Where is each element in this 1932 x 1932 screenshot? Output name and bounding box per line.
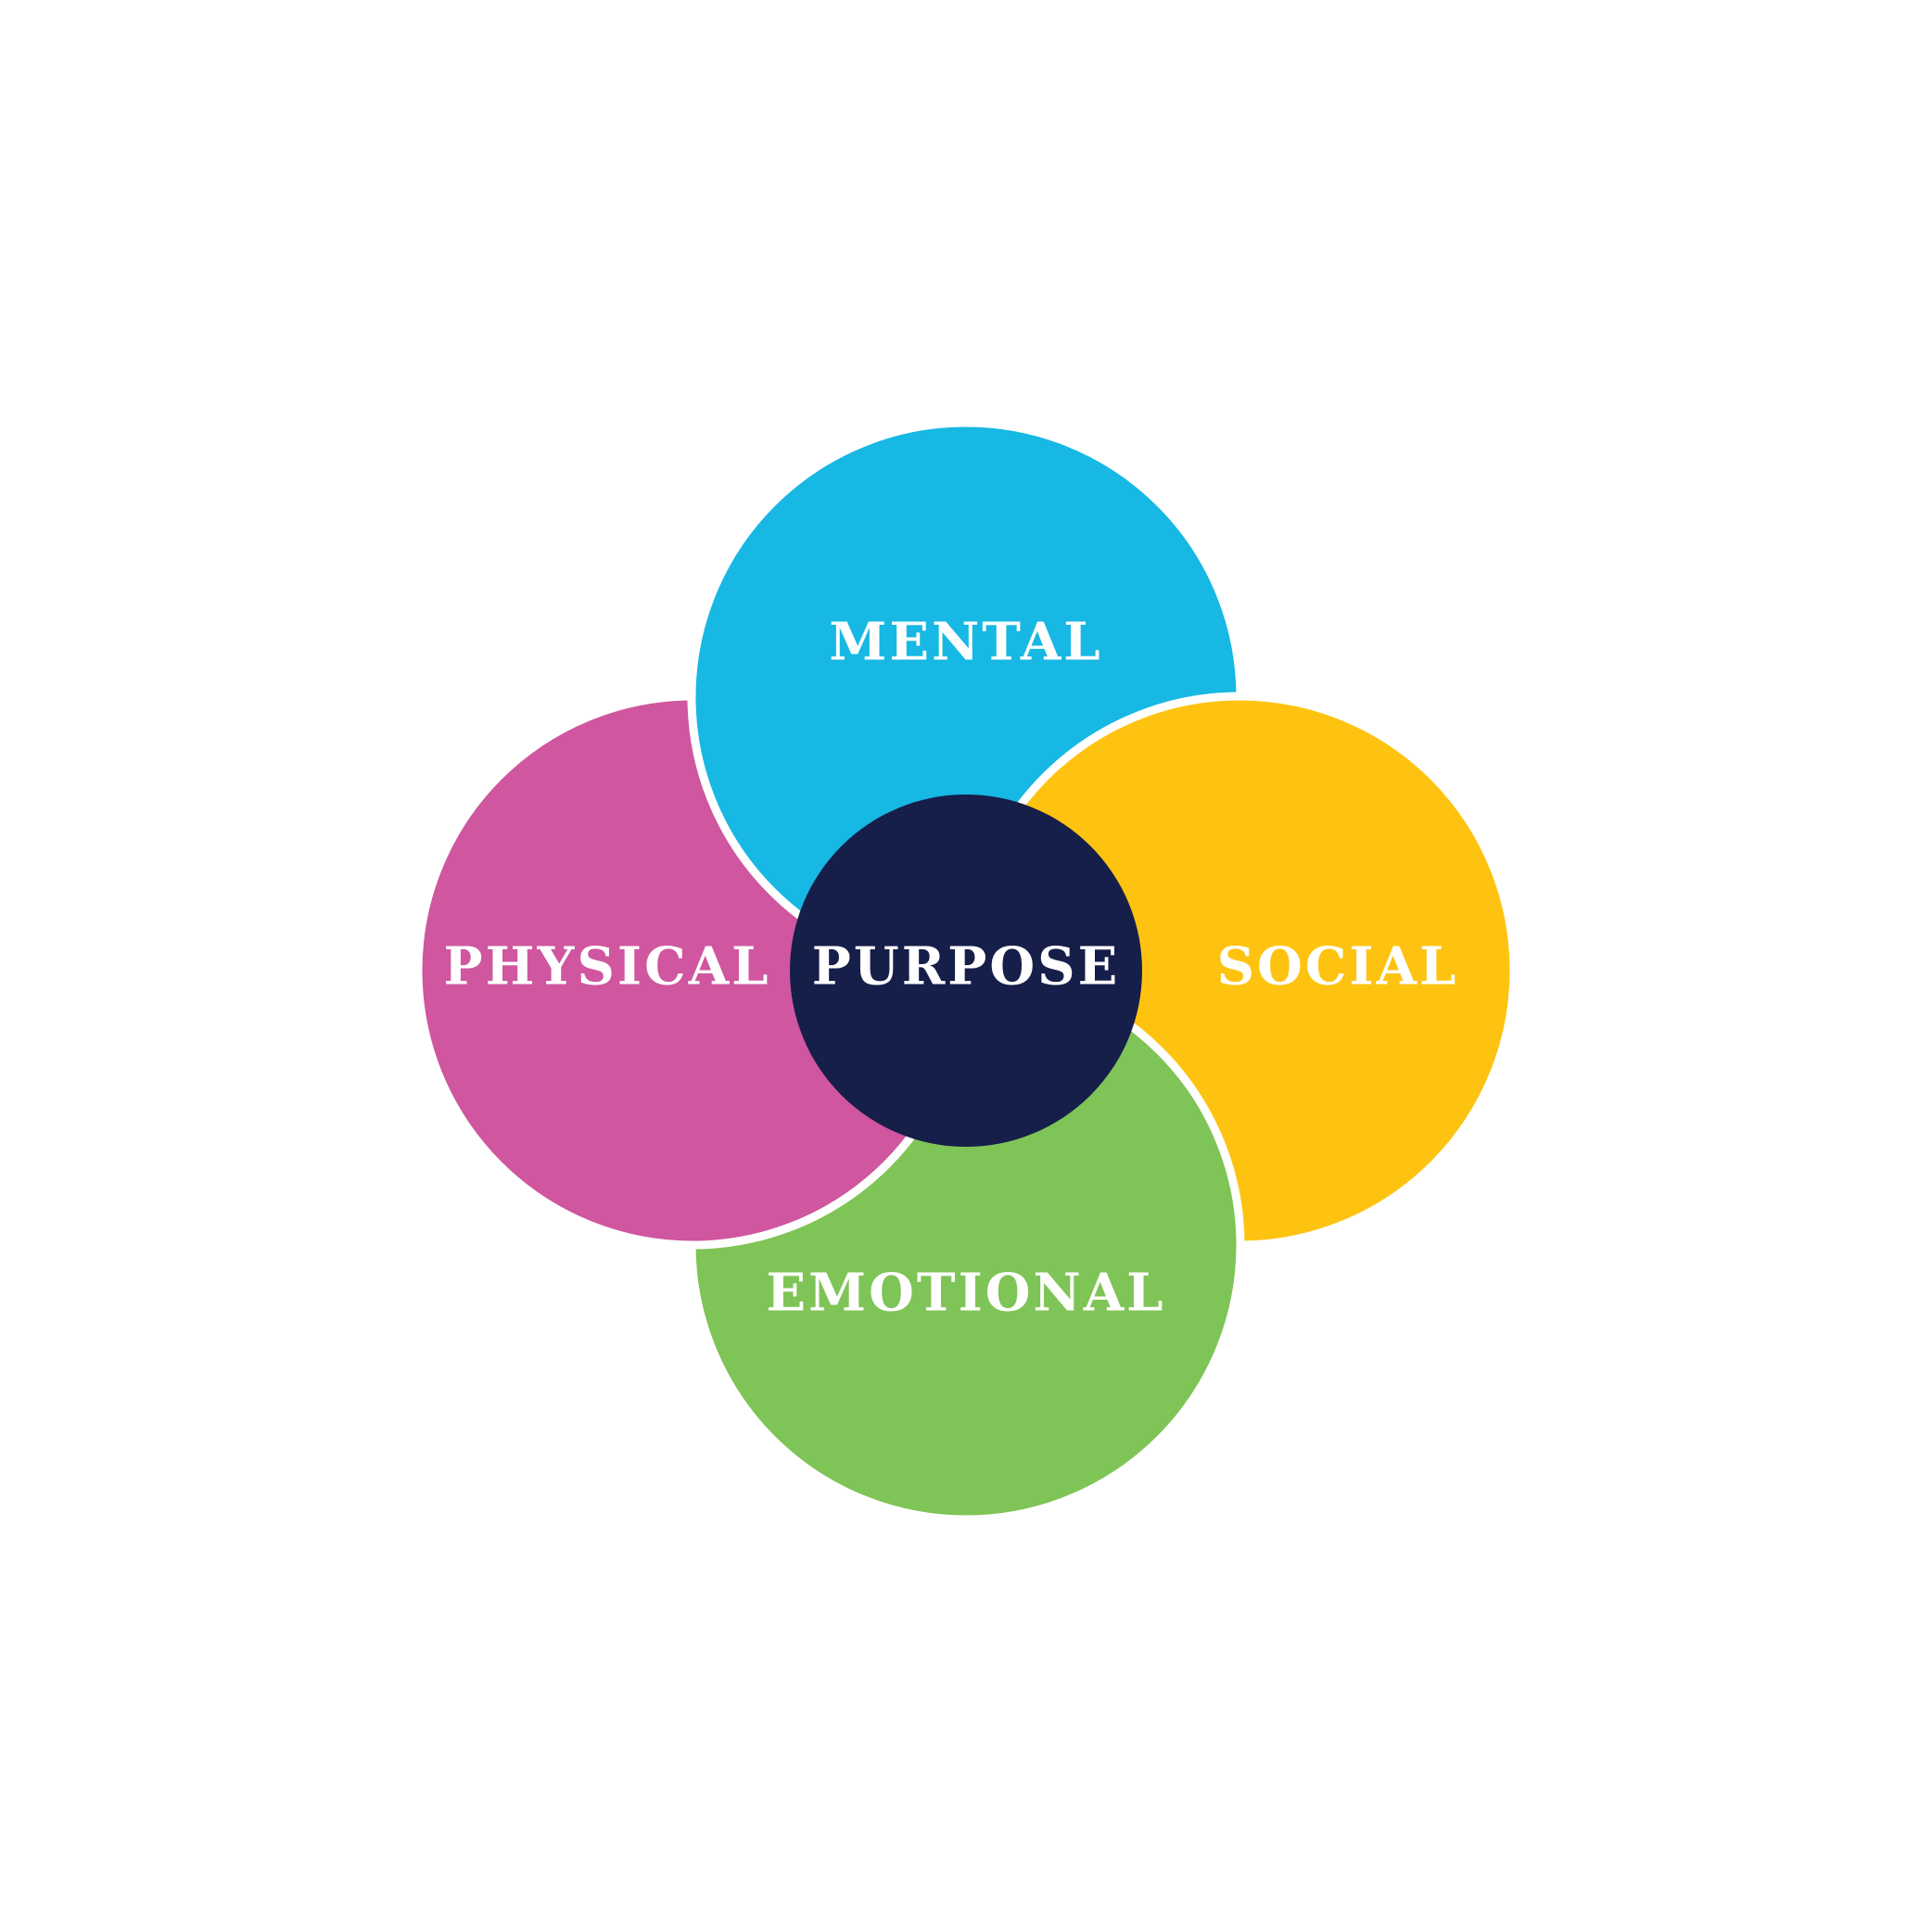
purpose-label: PURPOSE (812, 936, 1121, 998)
social-label: SOCIAL (1217, 936, 1459, 998)
emotional-label: EMOTIONAL (766, 1263, 1165, 1324)
physical-label: PHYSICAL (443, 936, 770, 998)
mental-label: MENTAL (829, 612, 1102, 673)
purpose-circle (790, 794, 1142, 1147)
